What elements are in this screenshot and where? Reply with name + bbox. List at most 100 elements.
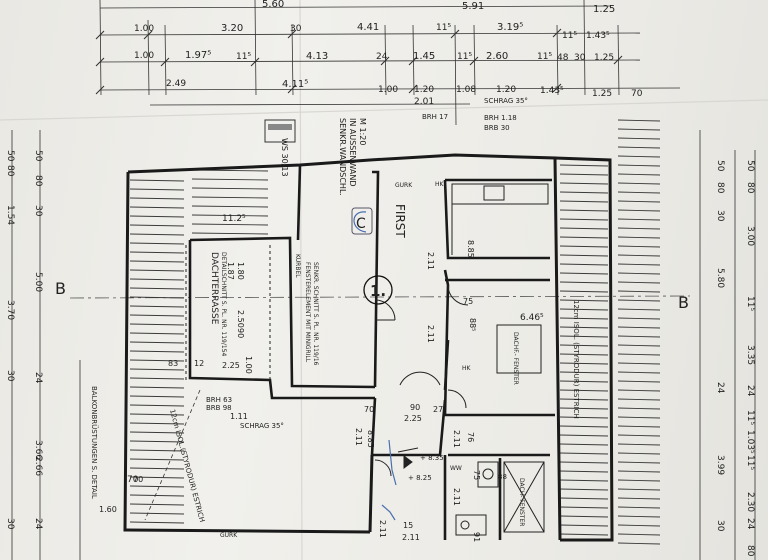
terrace-railing xyxy=(185,245,271,380)
roof-hatch-line xyxy=(559,272,609,275)
skylight xyxy=(496,324,542,374)
dim-text: 24 xyxy=(715,382,725,394)
dim-text: 91 xyxy=(472,532,481,542)
stair-level-2: + 8.25 xyxy=(408,474,432,482)
dim-text: 30 xyxy=(290,24,302,34)
roof-hatch-line xyxy=(559,335,609,338)
dim-text: 4.41 xyxy=(357,22,379,33)
kurbel-label: KURBEL xyxy=(294,254,301,278)
dim-text: 6.46⁵ xyxy=(520,313,544,323)
roof-hatch-line xyxy=(559,164,609,167)
dim-text: 2.11 xyxy=(378,520,387,538)
roof-hatch-line xyxy=(559,470,609,473)
skylight-note: DACHF.- FENSTER xyxy=(512,332,519,385)
roof-hatch-line xyxy=(617,389,661,392)
dim-text: 11⁵ xyxy=(745,455,755,470)
roof-hatch-line xyxy=(129,413,185,416)
right-dimension-chain xyxy=(699,130,756,560)
roof-hatch-line xyxy=(617,524,661,527)
roof-hatch-line xyxy=(559,389,609,392)
roof-hatch-line xyxy=(129,260,185,263)
terrace-title-text: DACHTERRASSE xyxy=(209,252,219,325)
roof-hatch-line xyxy=(129,269,185,272)
roof-hatch-line xyxy=(559,290,609,293)
roof-hatch-line xyxy=(559,479,609,482)
dormer-detail-box xyxy=(264,119,296,143)
dim-text: 1.20 xyxy=(414,85,434,95)
dim-text: 88⁵ xyxy=(468,318,477,331)
dormer-note: SENKR.WANDSCHL. IN AUSSENWAND M 1:20 xyxy=(338,118,367,196)
roof-hatch-line xyxy=(559,263,609,266)
dim-text: 90 xyxy=(236,328,245,338)
balkon-note-text: BALKONBRÜSTUNGEN S. DETAIL xyxy=(90,386,99,499)
roof-hatch-line xyxy=(559,200,609,203)
dim-text: 1.45 xyxy=(413,51,435,62)
roof-hatch-line xyxy=(617,164,661,167)
roof-hatch-line xyxy=(559,353,609,356)
window-note-l2: SENKR. SCHNITT S. PL. NR. 119/16 xyxy=(312,262,319,366)
dim-text: 50 xyxy=(5,150,15,162)
stair-symbol xyxy=(397,447,419,469)
roof-hatch-line xyxy=(559,524,609,527)
roof-hatch-line xyxy=(617,434,661,437)
roof-hatch-line xyxy=(617,290,661,293)
roof-hatch-line xyxy=(129,287,185,290)
dim-text: 3.20 xyxy=(221,23,243,34)
roof-hatch-line xyxy=(129,197,185,200)
dim-text: 30 xyxy=(715,520,725,532)
roof-hatch-line xyxy=(617,209,661,212)
roof-hatch-line xyxy=(191,223,269,226)
roof-hatch-line xyxy=(617,245,661,248)
roof-hatch-line xyxy=(129,395,185,398)
roof-hatch-line xyxy=(559,425,609,428)
dim-text: 2.25 xyxy=(222,361,240,370)
gurk-label: GURK xyxy=(220,532,238,539)
roof-hatch-line xyxy=(559,434,609,437)
roof-hatch-line xyxy=(617,461,661,464)
roof-hatch-line xyxy=(617,362,661,365)
roof-hatch-line xyxy=(191,178,269,181)
dim-text: 2.11 xyxy=(354,428,363,446)
dim-text: 76 xyxy=(466,432,475,442)
roof-hatch-line xyxy=(617,407,661,410)
roof-hatch-line xyxy=(191,187,269,190)
ws-label: WS 30/13 xyxy=(280,138,289,177)
roof-hatch-line xyxy=(129,440,185,443)
roof-hatch-line xyxy=(617,146,661,149)
schrag-top-label: SCHRAG 35° xyxy=(484,97,528,105)
dim-text: 70 xyxy=(133,475,143,484)
brh-118-label: BRH 1.18 xyxy=(484,114,517,122)
dim-text: 70 xyxy=(127,475,139,485)
roof-hatch-line xyxy=(129,494,185,497)
dim-text: 1.60 xyxy=(99,505,117,514)
schrag-left: SCHRAG 35° xyxy=(240,422,284,430)
dim-text: 50 xyxy=(715,160,725,172)
blue-marks xyxy=(353,211,397,521)
dim-text: 11.2⁵ xyxy=(222,214,246,224)
insulation-left-text: 12cm ISOL.(STYRODUR) ESTRICH xyxy=(168,408,206,523)
dach-fenster-small: DACH- FENSTER xyxy=(518,478,525,526)
ww-label: WW xyxy=(450,465,462,472)
roof-hatch-line xyxy=(617,353,661,356)
roof-hatch-line xyxy=(617,479,661,482)
roof-hatch-line xyxy=(559,371,609,374)
roof-hatch-line xyxy=(559,317,609,320)
brh-top-label: BRH 17 xyxy=(422,113,448,121)
roof-hatch-line xyxy=(129,431,185,434)
left-dimension-chain xyxy=(11,130,81,560)
level-stamp-text: 1. xyxy=(370,282,386,300)
brb-left: BRB 98 xyxy=(206,404,232,412)
roof-hatch-line xyxy=(191,196,269,199)
dim-text: 50 xyxy=(33,150,43,162)
roof-hatch-line xyxy=(129,449,185,452)
roof-hatch-line xyxy=(617,182,661,185)
balkon-note: BALKONBRÜSTUNGEN S. DETAIL xyxy=(90,386,99,499)
roof-hatch-line xyxy=(617,371,661,374)
roof-hatch-line xyxy=(559,281,609,284)
dim-text: 83 xyxy=(168,359,178,368)
top-dim-row3: 1.00 1.97⁵ 11⁵ 4.13 24 1.45 11⁵ 2.60 11⁵… xyxy=(134,50,614,63)
dim-text: 1.00 xyxy=(134,51,154,61)
dim-text: 48 xyxy=(557,53,569,63)
